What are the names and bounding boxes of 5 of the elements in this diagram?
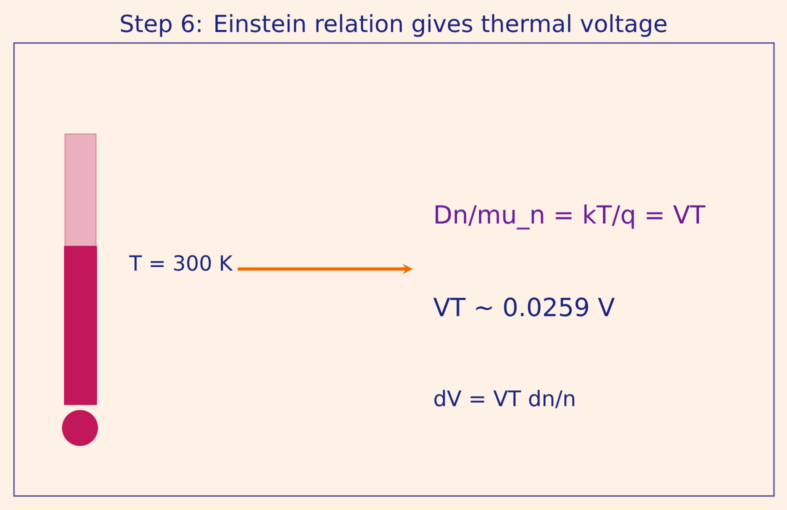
equation: Dn/mu_n = kT/q = VT bbox=[436, 204, 706, 230]
equation: VT ~ 0.0259 V bbox=[433, 298, 615, 316]
text-label: T = 300 K bbox=[129, 255, 233, 271]
title: Step 6: Einstein relation gives thermal voltage bbox=[120, 14, 666, 37]
equation: dV = VT dn/n bbox=[434, 390, 574, 408]
